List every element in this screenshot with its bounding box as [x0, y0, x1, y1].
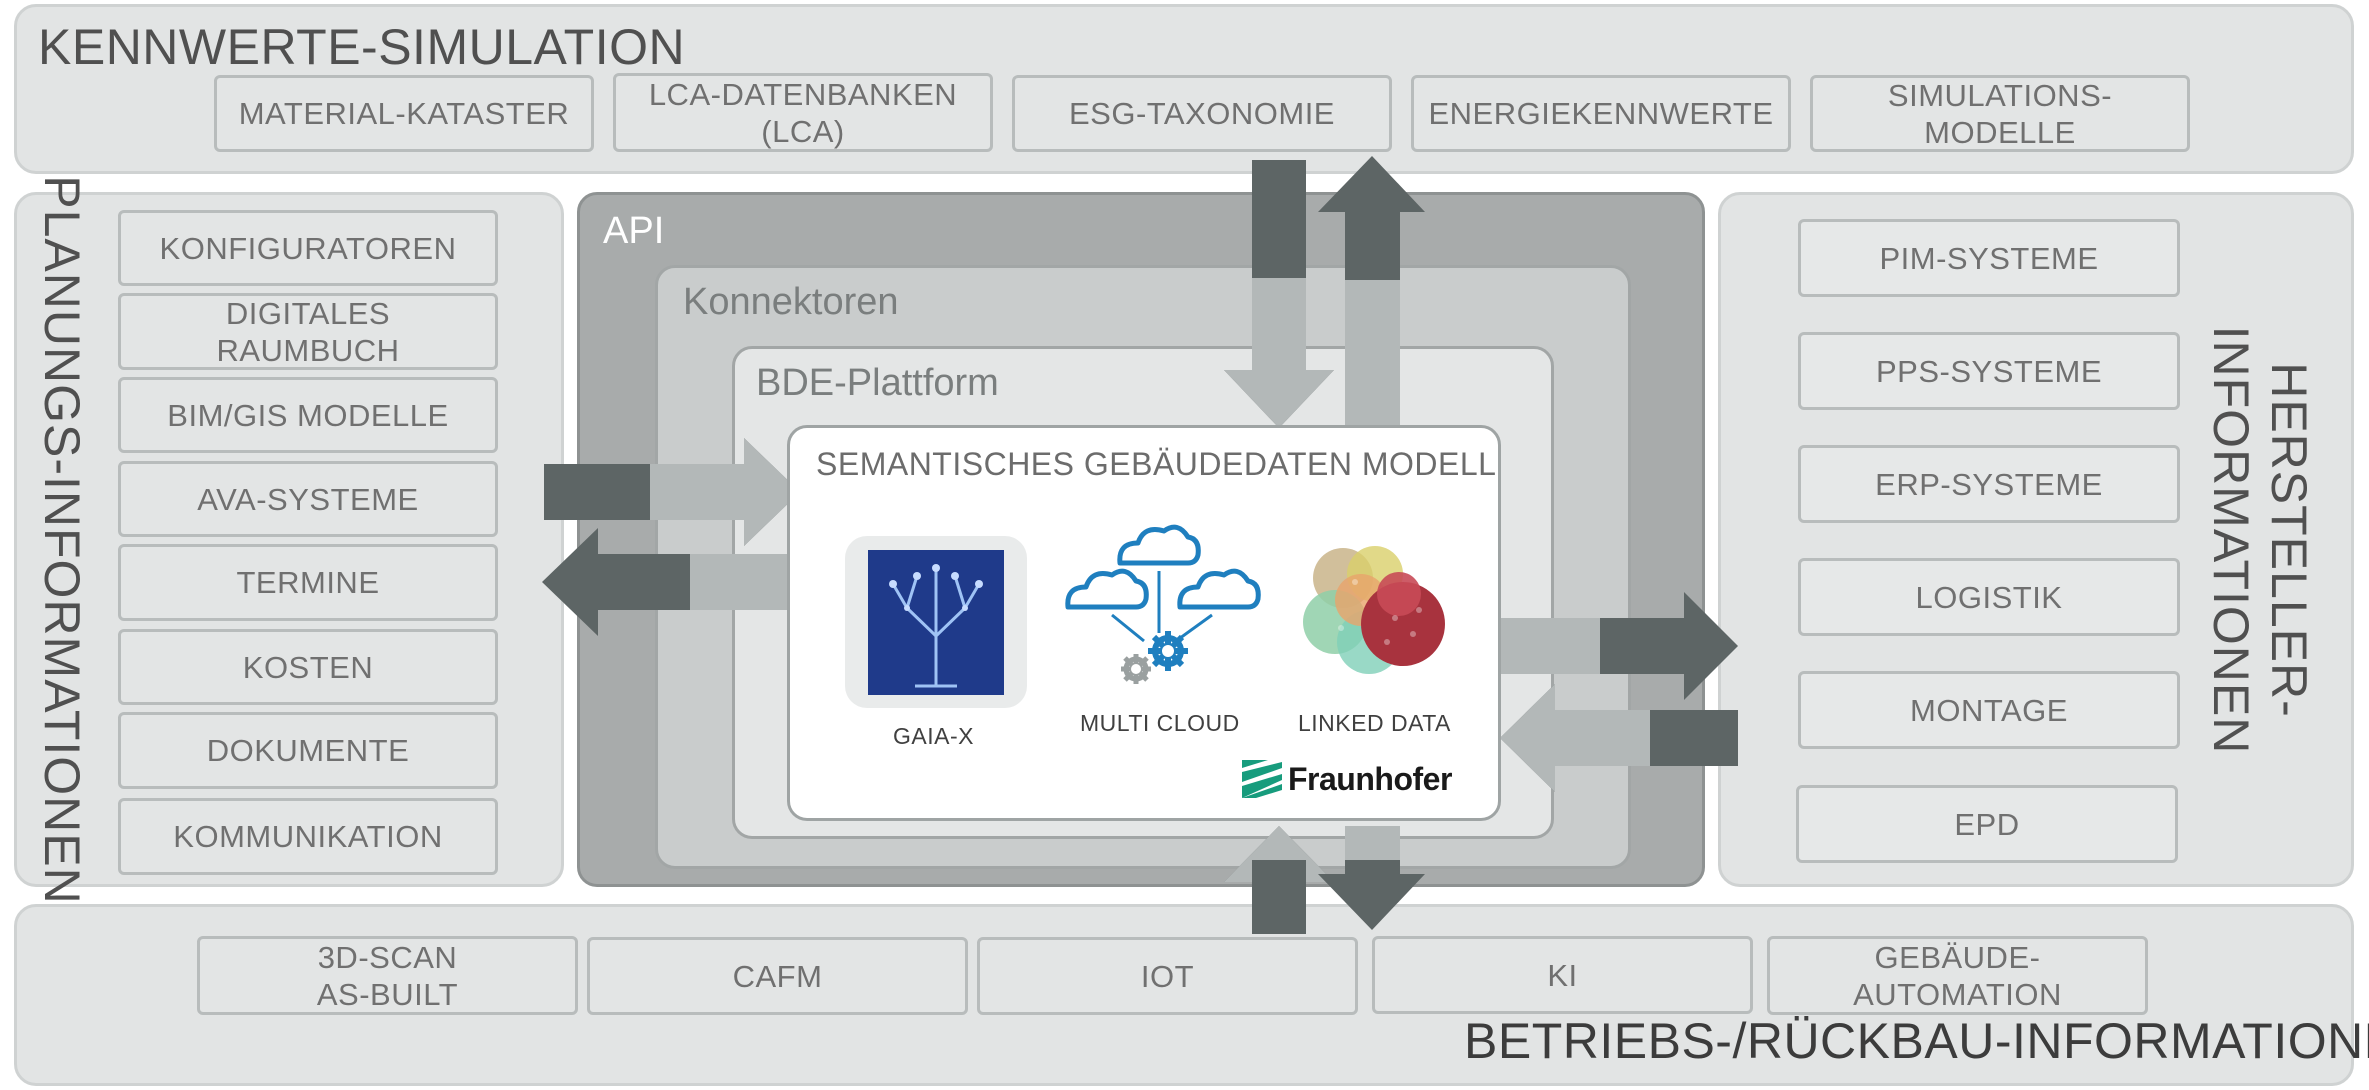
bottom-item-ki: KI: [1372, 936, 1753, 1014]
right-item-epd: EPD: [1796, 785, 2178, 863]
gaia-x-label: GAIA-X: [893, 723, 974, 749]
top-item-material-kataster: MATERIAL-KATASTER: [214, 75, 594, 152]
api-label: API: [603, 210, 665, 252]
right-item-pps-systeme: PPS-SYSTEME: [1798, 332, 2180, 410]
hersteller-panel: [1718, 192, 2354, 887]
top-item-energiekennwerte: ENERGIEKENNWERTE: [1411, 75, 1791, 152]
right-item-montage: MONTAGE: [1798, 671, 2180, 749]
fraunhofer-logo-text: Fraunhofer: [1288, 760, 1452, 797]
left-item-kommunikation: KOMMUNIKATION: [118, 798, 498, 875]
right-item-pim-systeme: PIM-SYSTEME: [1798, 219, 2180, 297]
left-item-kosten: KOSTEN: [118, 629, 498, 705]
linked-data-label: LINKED DATA: [1298, 710, 1451, 736]
fraunhofer-logo-mark: [1242, 760, 1282, 798]
right-item-logistik: LOGISTIK: [1798, 558, 2180, 636]
top-item-esg-taxonomie: ESG-TAXONOMIE: [1012, 75, 1392, 152]
bottom-item-gebaeude-automation: GEBÄUDE- AUTOMATION: [1767, 936, 2148, 1015]
right-item-erp-systeme: ERP-SYSTEME: [1798, 445, 2180, 523]
fraunhofer-logo: Fraunhofer: [1242, 760, 1452, 798]
top-item-simulations-modelle: SIMULATIONS- MODELLE: [1810, 75, 2190, 152]
multi-cloud-icon: [1052, 523, 1272, 693]
bottom-item-iot: IOT: [977, 937, 1358, 1015]
left-item-digitales-raumbuch: DIGITALES RAUMBUCH: [118, 293, 498, 370]
left-item-termine: TERMINE: [118, 544, 498, 621]
connectors-label: Konnektoren: [683, 281, 899, 323]
platform-label: BDE-Plattform: [756, 362, 999, 404]
left-item-ava-systeme: AVA-SYSTEME: [118, 461, 498, 537]
multi-cloud-label: MULTI CLOUD: [1080, 710, 1240, 736]
gaia-x-icon: [845, 536, 1027, 708]
linked-data-icon: [1295, 538, 1455, 686]
betriebs-title: BETRIEBS-/RÜCKBAU-INFORMATIONEN: [1464, 1013, 2369, 1069]
kennwerte-title: KENNWERTE-SIMULATION: [38, 19, 686, 75]
semantic-model-card: SEMANTISCHES GEBÄUDEDATEN MODELL: [787, 425, 1501, 821]
top-item-lca-datenbanken: LCA-DATENBANKEN (LCA): [613, 73, 993, 152]
semantic-model-title: SEMANTISCHES GEBÄUDEDATEN MODELL: [816, 446, 1497, 482]
arrow-bottom-up: [1224, 826, 1334, 934]
bottom-item-3d-scan: 3D-SCAN AS-BUILT: [197, 936, 578, 1015]
left-item-konfiguratoren: KONFIGURATOREN: [118, 210, 498, 286]
left-item-dokumente: DOKUMENTE: [118, 712, 498, 789]
bottom-item-cafm: CAFM: [587, 937, 968, 1015]
left-item-bim-gis-modelle: BIM/GIS MODELLE: [118, 377, 498, 453]
